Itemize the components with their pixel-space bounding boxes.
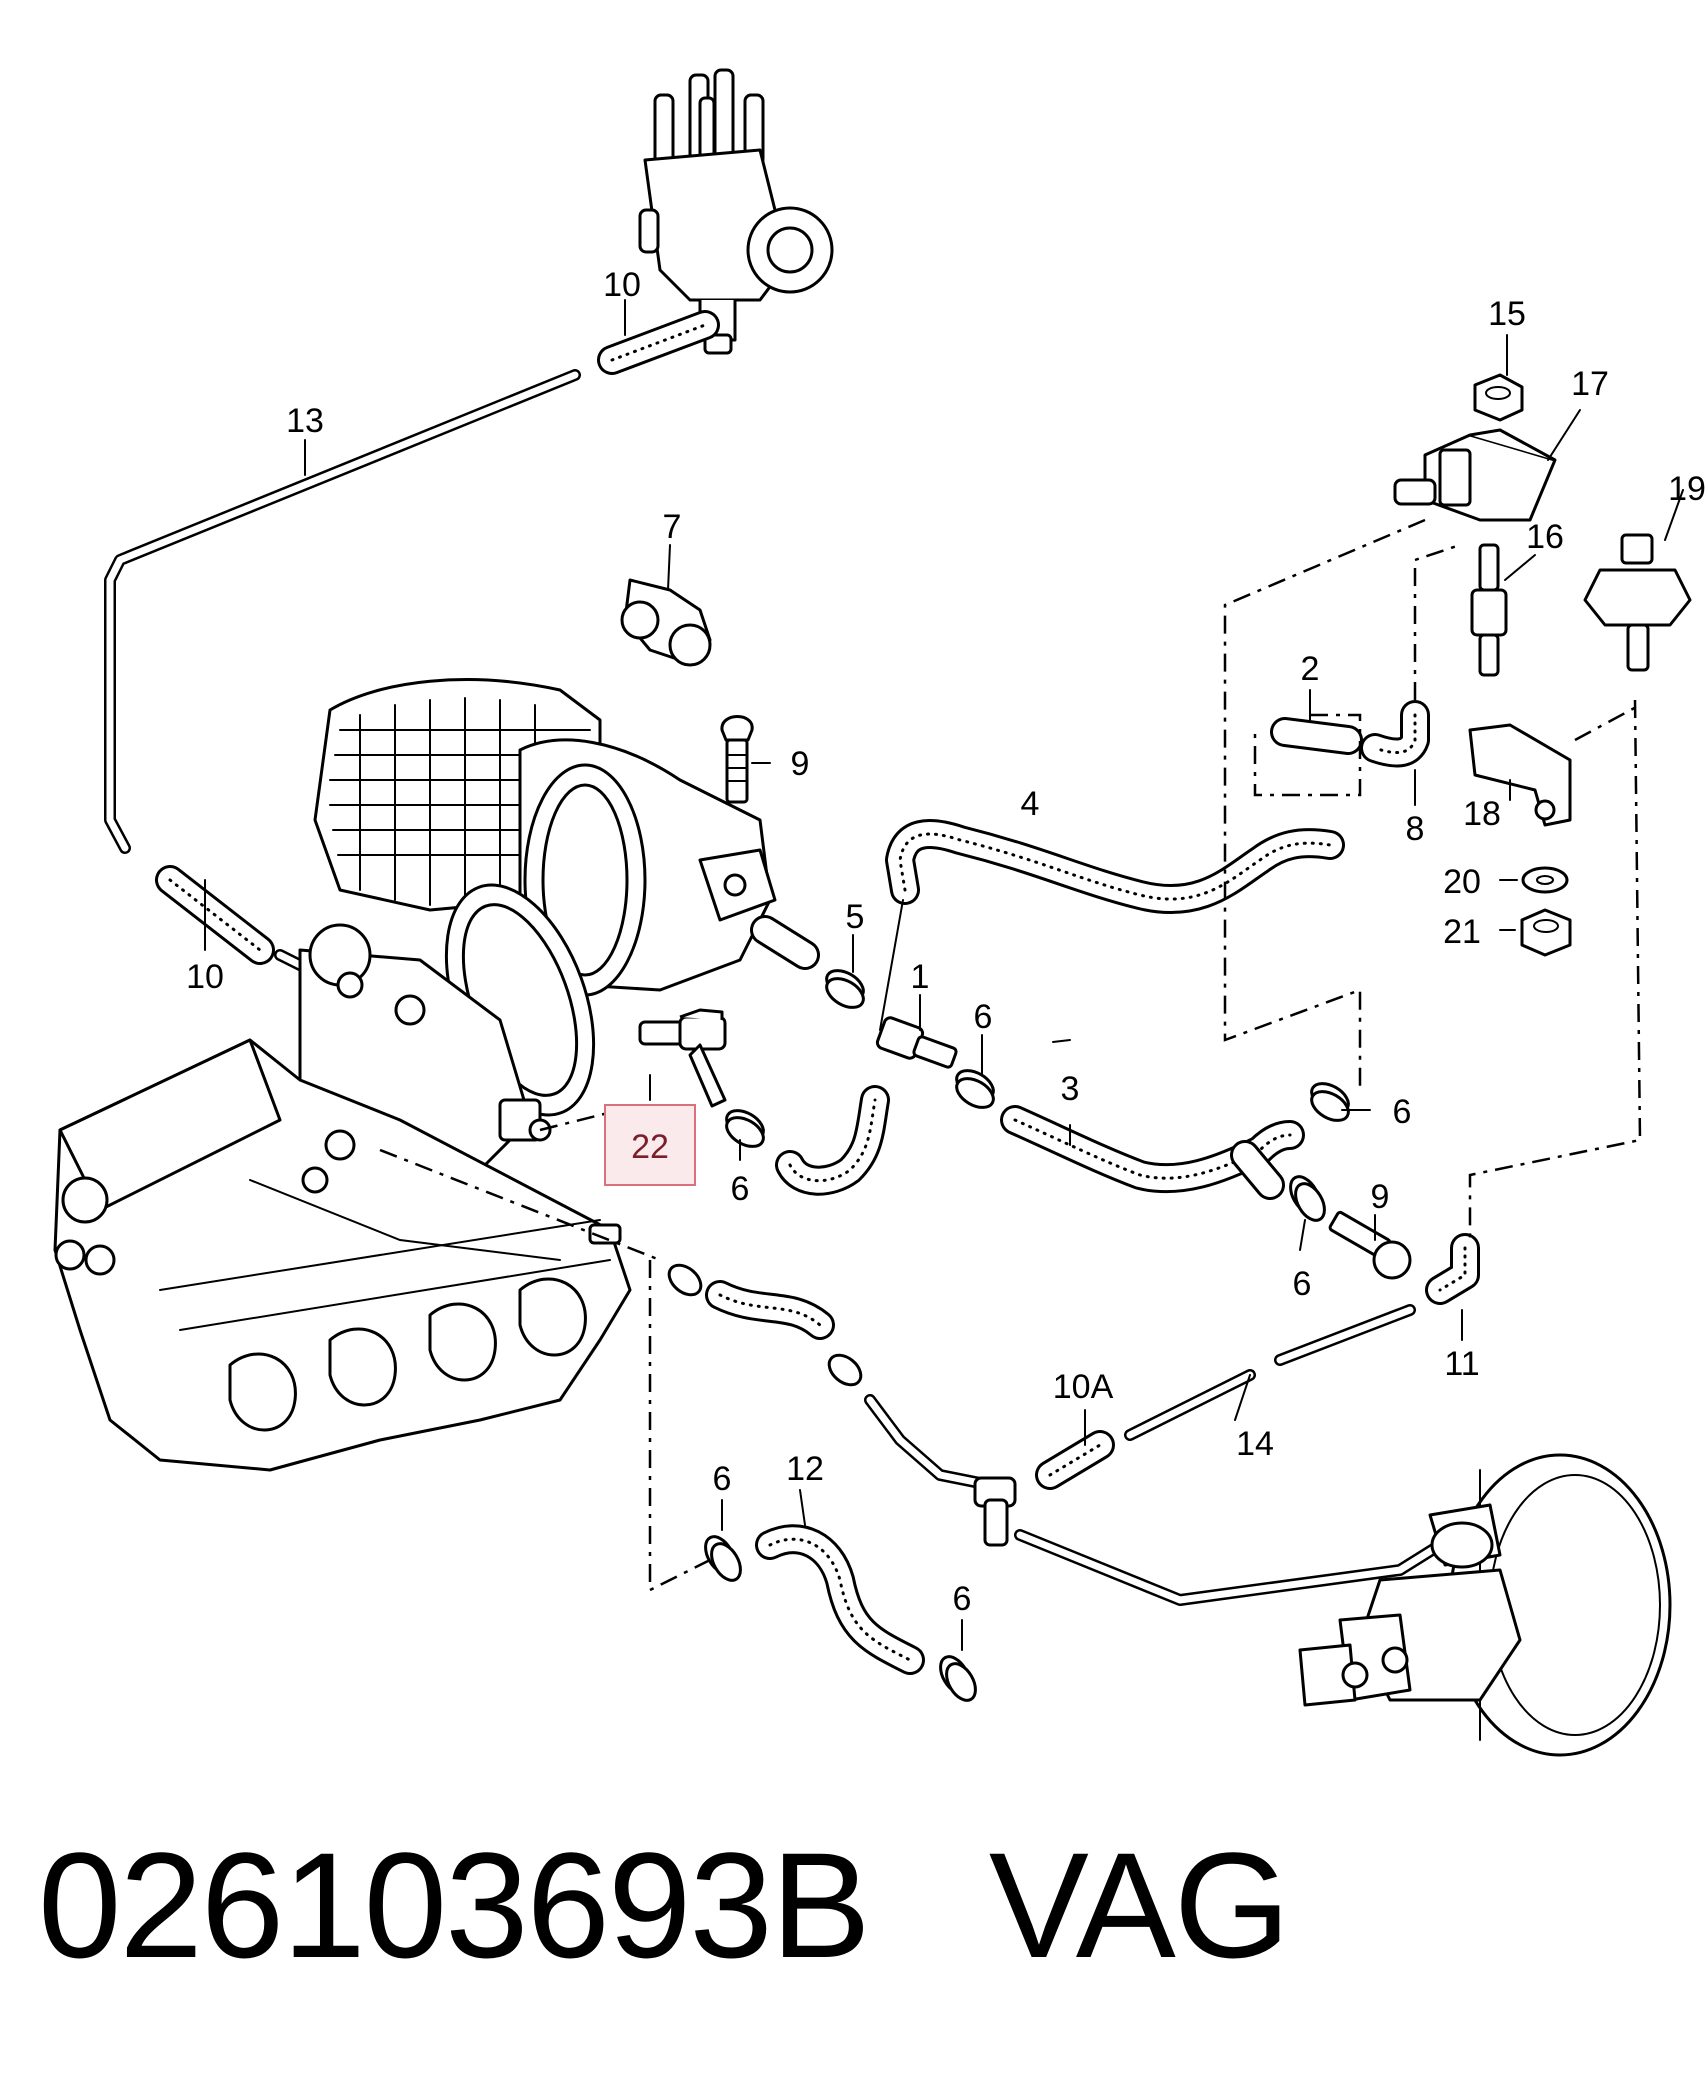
part-11-elbow [1425,1233,1480,1305]
label-8: 8 [1406,810,1425,848]
label-10-left: 10 [186,958,224,996]
label-4: 4 [1021,785,1040,823]
part-9-bolt-top [720,715,754,804]
label-13: 13 [286,402,324,440]
part-19-valve [1583,533,1692,672]
label-19: 19 [1668,470,1705,508]
part-20-washer [1521,866,1569,894]
brake-booster [1014,1453,1672,1757]
label-6-f: 6 [953,1580,972,1618]
part-9-bolt-right [1328,1210,1412,1280]
intake-assembly [298,678,820,1172]
clamp-6-f [939,1655,977,1702]
clamp-6-a [725,1109,765,1148]
label-6-e: 6 [713,1460,732,1498]
label-3: 3 [1061,1070,1080,1108]
label-12: 12 [786,1450,824,1488]
label-22: 22 [631,1128,669,1166]
part-number: 026103693B [38,1820,871,1989]
lower-hose [667,1263,996,1491]
clamp-6-c [1310,1082,1350,1122]
clamp-6-e [704,1535,742,1582]
intake-manifold [53,1038,632,1472]
pipe-14 [1124,1304,1416,1441]
hose-10-top [597,310,720,375]
hose-3 [1000,1105,1305,1200]
part-1-connector [875,1016,958,1069]
hose-12 [755,1524,925,1675]
part-7-clip [620,578,712,667]
label-7: 7 [663,508,682,546]
distributor [638,68,834,355]
part-15-nut [1473,373,1524,422]
part-caption: 026103693B VAG [38,1820,1291,1990]
label-10A: 10A [1053,1368,1114,1406]
label-20: 20 [1443,863,1481,901]
label-1: 1 [911,958,930,996]
label-15: 15 [1488,295,1526,333]
clamp-6-b [955,1069,995,1109]
label-6-c: 6 [1393,1093,1412,1131]
label-18: 18 [1463,795,1501,833]
part-17-valve [1393,428,1557,522]
label-9-right: 9 [1371,1178,1390,1216]
label-leaders [204,299,1684,1651]
hose-10-left [155,865,275,965]
part-2-tube [1270,717,1363,755]
label-10-top: 10 [603,266,641,304]
label-2: 2 [1301,650,1320,688]
label-9-top: 9 [791,745,810,783]
part-18-bracket [1468,723,1572,827]
label-14: 14 [1236,1425,1274,1463]
part-16-connector [1470,543,1508,677]
clamp-5 [825,969,865,1009]
part-22-highlight [604,1104,696,1186]
label-16: 16 [1526,518,1564,556]
clamp-6-d [1289,1175,1326,1222]
label-6-d: 6 [1293,1265,1312,1303]
brand-name: VAG [988,1820,1291,1989]
label-5: 5 [846,898,865,936]
label-6-a: 6 [731,1170,750,1208]
part-21-nut [1520,908,1572,957]
parts-diagram: 10 13 7 9 10 22 6 5 1 6 4 3 6 9 6 11 10A… [53,68,1705,1757]
label-11: 11 [1444,1345,1479,1383]
hose-elbow-a [775,1085,890,1196]
part-22-fitting [638,1008,727,1108]
label-17: 17 [1571,365,1609,403]
label-6-b: 6 [974,998,993,1036]
tee-fitting [973,1476,1017,1547]
hose-4 [885,819,1345,914]
part-8-elbow [1360,700,1430,768]
label-21: 21 [1443,913,1481,951]
pipe-13 [104,369,581,854]
hose-10A [1035,1430,1115,1490]
